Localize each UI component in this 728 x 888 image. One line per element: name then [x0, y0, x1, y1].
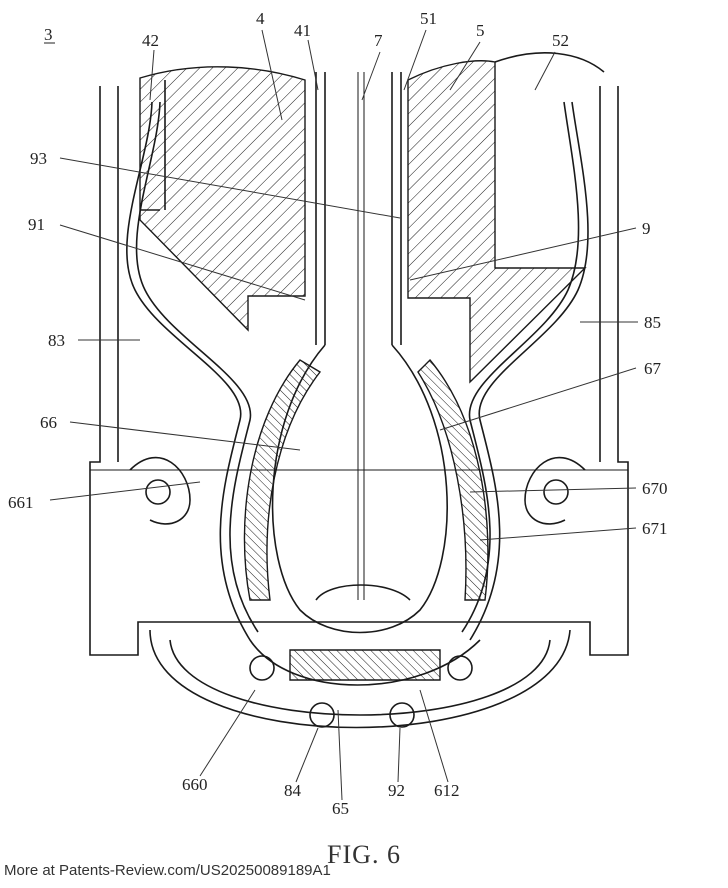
figure-ref-number: 3 [44, 25, 55, 44]
label-83: 83 [48, 331, 65, 350]
label-41: 41 [294, 21, 311, 40]
figure-caption: FIG. 6 [327, 840, 401, 869]
label-51: 51 [420, 9, 437, 28]
label-42: 42 [142, 31, 159, 50]
label-4: 4 [256, 9, 265, 28]
bulb-chamber [243, 344, 489, 634]
label-84: 84 [284, 781, 302, 800]
label-9: 9 [642, 219, 651, 238]
label-612: 612 [434, 781, 460, 800]
label-66: 66 [40, 413, 57, 432]
label-670: 670 [642, 479, 668, 498]
upper-blocks [139, 52, 605, 384]
label-65: 65 [332, 799, 349, 818]
label-5: 5 [476, 21, 485, 40]
label-85: 85 [644, 313, 661, 332]
label-7: 7 [374, 31, 383, 50]
label-67: 67 [644, 359, 662, 378]
leader-lines [49, 29, 638, 801]
bottom-cap [149, 629, 571, 729]
label-92: 92 [388, 781, 405, 800]
source-footer[interactable]: More at Patents-Review.com/US20250089189… [4, 862, 331, 879]
label-52: 52 [552, 31, 569, 50]
label-671: 671 [642, 519, 668, 538]
side-wires [126, 101, 589, 686]
label-660: 660 [182, 775, 208, 794]
label-91: 91 [28, 215, 45, 234]
svg-text:3: 3 [44, 25, 53, 44]
label-661: 661 [8, 493, 34, 512]
central-shaft [315, 72, 402, 600]
label-93: 93 [30, 149, 47, 168]
pivot-pins [129, 456, 586, 525]
